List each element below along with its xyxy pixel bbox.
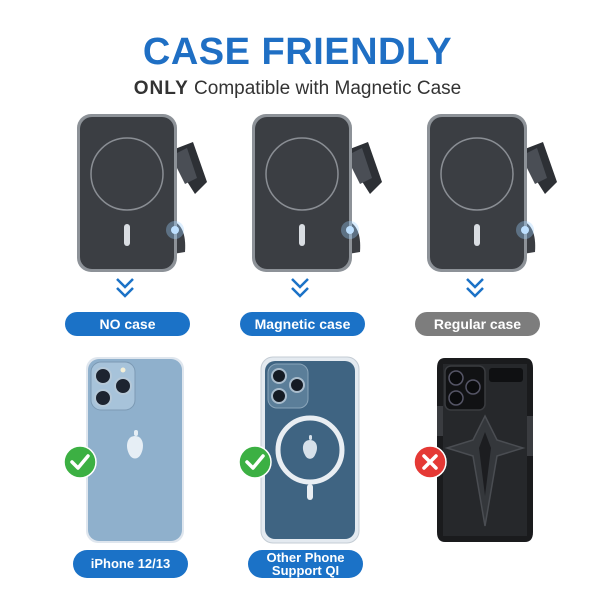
label-magnetic-case: Magnetic case	[240, 312, 365, 336]
label-other-phone-line1: Other Phone	[266, 550, 345, 565]
iphone-magsafe-case-image	[260, 356, 360, 544]
double-chevron-down-icon	[116, 278, 134, 298]
page-subtitle: ONLY Compatible with Magnetic Case	[0, 77, 595, 101]
red-cross-icon	[413, 445, 447, 479]
column-regular-case: Regular case	[385, 0, 565, 595]
label-regular-case: Regular case	[415, 312, 540, 336]
rugged-phone-case-image	[437, 358, 533, 542]
green-check-icon	[63, 445, 97, 479]
column-no-case: NO case iPhone 12/13	[35, 0, 215, 595]
column-magnetic-case: Magnetic case Other Phone Support QI	[210, 0, 390, 595]
double-chevron-down-icon	[291, 278, 309, 298]
iphone-bare-image	[86, 357, 184, 543]
label-other-phone-qi: Other Phone Support QI	[248, 550, 363, 578]
label-iphone-12-13: iPhone 12/13	[73, 550, 188, 578]
label-other-phone-line2: Support QI	[271, 563, 340, 578]
page-title: CASE FRIENDLY	[142, 31, 453, 73]
label-no-case: NO case	[65, 312, 190, 336]
subtitle-text: Compatible with Magnetic Case	[188, 78, 462, 99]
magnetic-car-mount-image	[427, 114, 557, 272]
double-chevron-down-icon	[466, 278, 484, 298]
magnetic-car-mount-image	[252, 114, 382, 272]
subtitle-emphasis: ONLY	[133, 78, 189, 99]
green-check-icon	[238, 445, 272, 479]
magnetic-car-mount-image	[77, 114, 207, 272]
